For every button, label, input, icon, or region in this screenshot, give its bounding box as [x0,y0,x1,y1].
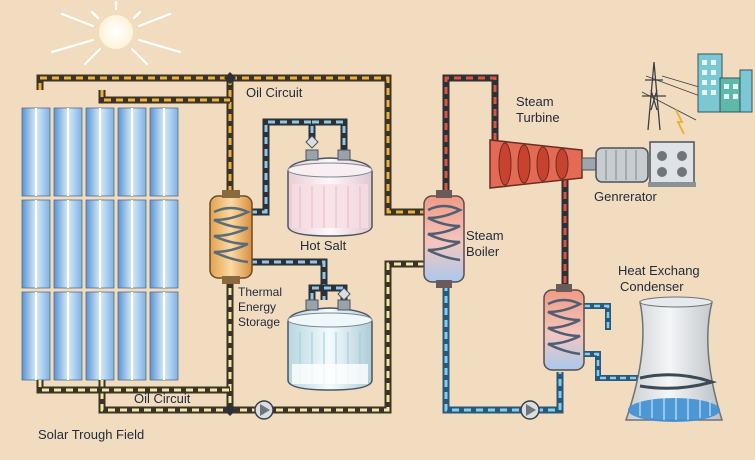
cooling-tower [624,296,724,422]
label-steam-boiler-2: Boiler [466,244,500,259]
trough-collector [117,107,147,381]
label-solar-trough-field: Solar Trough Field [38,427,144,442]
label-oil-circuit-top: Oil Circuit [246,85,303,100]
label-steam-turbine-2: Turbine [516,110,560,125]
label-steam-boiler-1: Steam [466,228,504,243]
hot-salt-tank [287,135,373,237]
label-thermal-1: Thermal [238,285,282,299]
steam-boiler-vessel [423,190,465,288]
pump-icon [254,400,274,420]
generator [595,141,696,187]
steam-pipes [442,74,640,414]
pump-icon [520,400,540,420]
coil-icon [213,206,251,264]
label-thermal-2: Energy [238,300,276,314]
condenser-vessel [543,284,585,371]
label-steam-turbine-1: Steam [516,94,554,109]
thermal-storage-vessel [209,190,253,284]
trough-collector [21,107,51,381]
steam-turbine [489,139,597,189]
label-condenser-2: Condenser [620,279,684,294]
building-icon [675,53,753,135]
label-thermal-3: Storage [238,315,280,329]
label-generator: Genrerator [594,189,658,204]
label-oil-circuit-bottom: Oil Circuit [134,391,191,406]
valve-icon [305,135,319,161]
coil-icon [547,298,583,356]
valve-icon [224,72,236,416]
coil-icon [427,204,463,262]
trough-collector [85,107,115,381]
cold-salt-tank [287,287,373,391]
trough-collector [53,107,83,381]
solar-trough-field [21,107,179,381]
sun-icon [50,0,182,66]
oil-circuit-pipes [36,74,432,414]
label-hot-salt: Hot Salt [300,238,347,253]
trough-collector [149,107,179,381]
label-condenser-1: Heat Exchang [618,263,700,278]
